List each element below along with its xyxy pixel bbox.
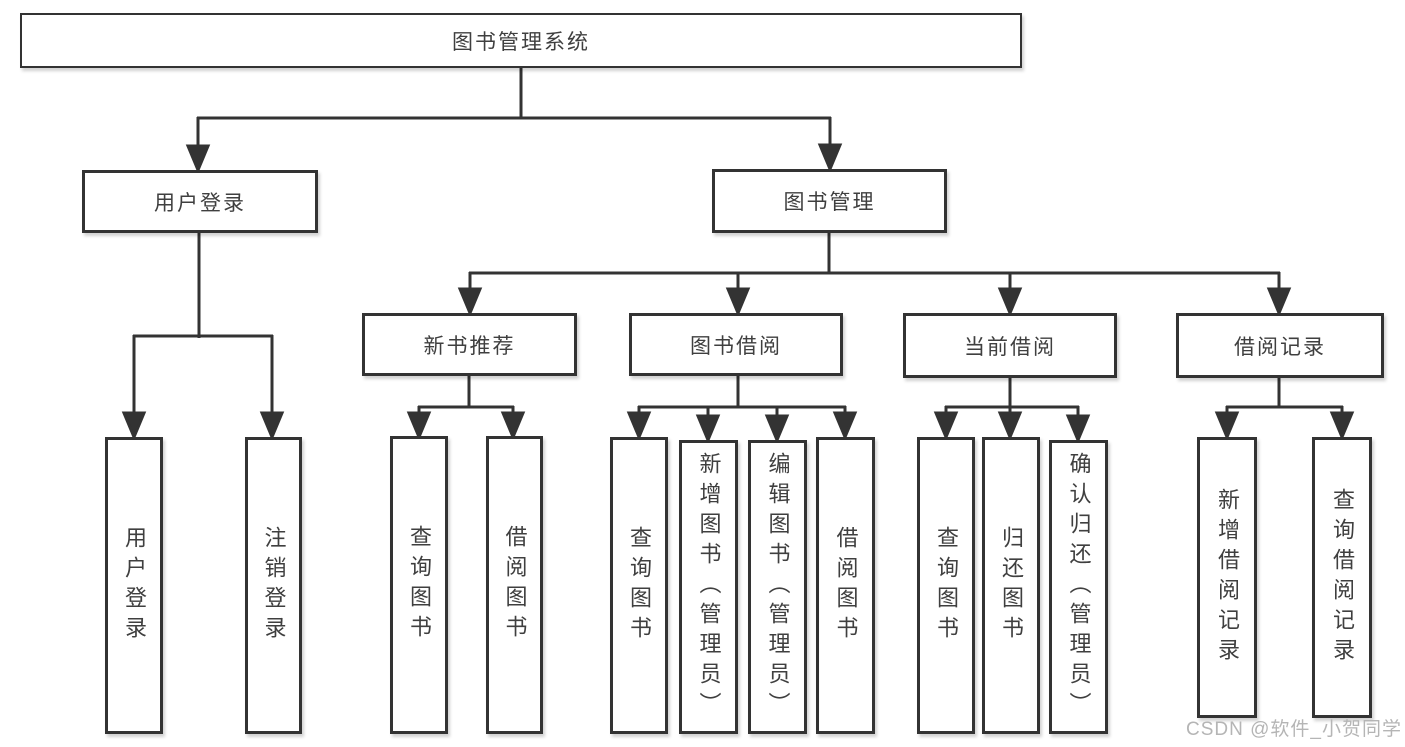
leaf-label: 编辑图书（管理员） (765, 452, 791, 722)
leaf-label: 查询图书 (934, 525, 959, 646)
leaf-return-books: 归还图书 (982, 437, 1040, 734)
leaf-user-login: 用户登录 (105, 437, 163, 734)
leaf-logout: 注销登录 (245, 437, 302, 734)
leaf-add-books-admin: 新增图书（管理员） (679, 440, 738, 734)
node-label: 借阅记录 (1234, 335, 1326, 359)
watermark: CSDN @软件_小贺同学 (1186, 719, 1402, 740)
leaf-label: 查询图书 (407, 525, 432, 645)
node-borrowing-records: 借阅记录 (1176, 313, 1384, 378)
node-library-management-system: 图书管理系统 (20, 13, 1022, 68)
leaf-label: 新增图书（管理员） (696, 452, 722, 722)
node-label: 图书管理 (783, 191, 876, 214)
leaf-borrow-books-recommend: 借阅图书 (486, 436, 543, 734)
leaf-add-borrow-record: 新增借阅记录 (1197, 437, 1257, 718)
node-label: 图书借阅 (690, 334, 782, 358)
leaf-query-books-borrow: 查询图书 (610, 437, 668, 734)
leaf-label: 借阅图书 (833, 525, 859, 646)
leaf-query-books-current: 查询图书 (917, 437, 975, 734)
leaf-label: 注销登录 (261, 525, 287, 646)
node-new-book-recommendation: 新书推荐 (362, 313, 577, 376)
node-book-management: 图书管理 (712, 169, 947, 233)
leaf-borrow-books: 借阅图书 (816, 437, 875, 734)
node-label: 图书管理系统 (452, 30, 590, 54)
node-label: 当前借阅 (964, 335, 1056, 359)
node-book-borrowing: 图书借阅 (629, 313, 843, 376)
leaf-confirm-return-admin: 确认归还（管理员） (1049, 440, 1108, 734)
node-user-login: 用户登录 (82, 170, 318, 233)
node-label: 用户登录 (154, 191, 246, 215)
leaf-query-books-recommend: 查询图书 (390, 436, 448, 734)
leaf-label: 用户登录 (122, 525, 147, 646)
leaf-label: 归还图书 (999, 525, 1024, 646)
leaf-edit-books-admin: 编辑图书（管理员） (748, 440, 807, 734)
node-current-borrowing: 当前借阅 (903, 313, 1117, 378)
leaf-label: 确认归还（管理员） (1066, 452, 1092, 722)
leaf-label: 借阅图书 (502, 525, 528, 645)
leaf-label: 查询图书 (627, 525, 652, 646)
leaf-label: 新增借阅记录 (1215, 487, 1240, 668)
leaf-label: 查询借阅记录 (1330, 487, 1355, 668)
leaf-query-borrow-record: 查询借阅记录 (1312, 437, 1372, 718)
node-label: 新书推荐 (423, 334, 516, 358)
